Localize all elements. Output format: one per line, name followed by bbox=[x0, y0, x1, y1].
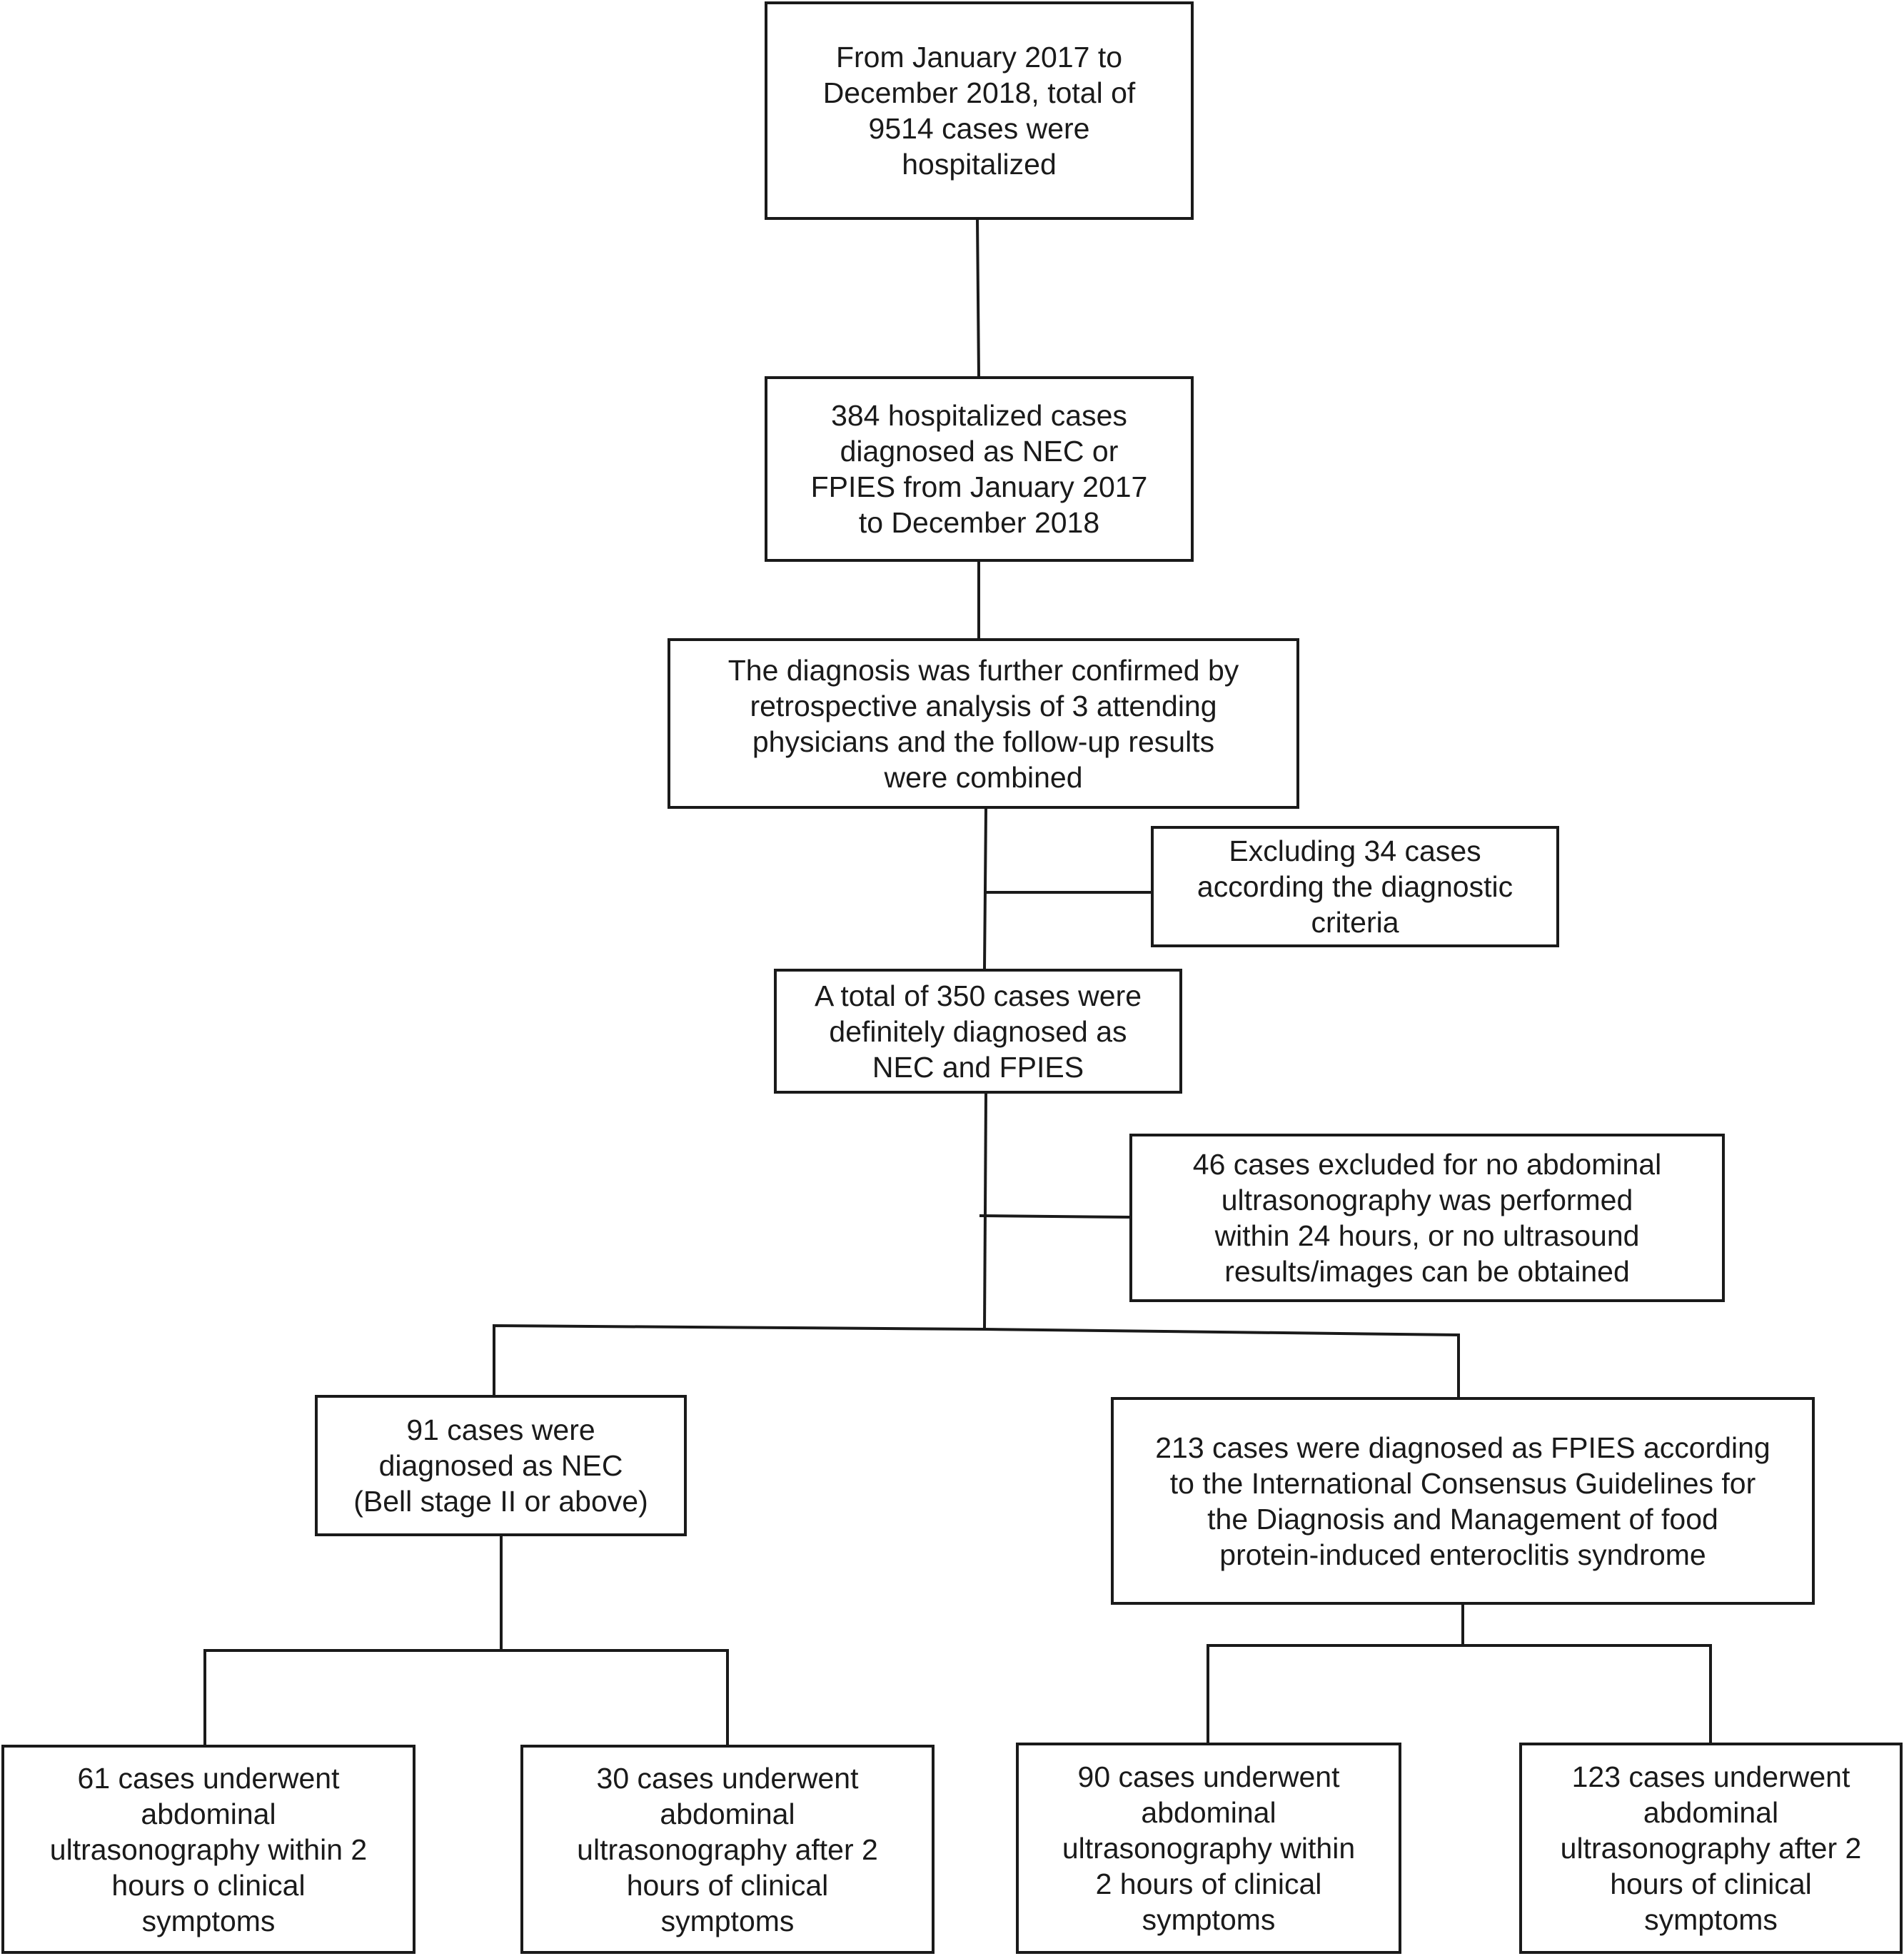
connector-confirmed-to-definite bbox=[983, 808, 987, 969]
connector-start-to-diagnosed bbox=[976, 218, 980, 377]
box-line: December 2018, total of bbox=[822, 76, 1136, 109]
box-fpies-within-2h: 90 cases underwent abdominal ultrasonogr… bbox=[1016, 1743, 1401, 1954]
box-line: 9514 cases were bbox=[868, 112, 1090, 145]
box-line: 30 cases underwent bbox=[596, 1761, 859, 1795]
box-definite-diagnosis: A total of 350 cases were definitely dia… bbox=[774, 969, 1182, 1094]
box-line: retrospective analysis of 3 attending bbox=[750, 689, 1217, 722]
box-line: ultrasonography was performed bbox=[1221, 1184, 1633, 1216]
box-line: 123 cases underwent bbox=[1571, 1760, 1850, 1793]
box-line: 90 cases underwent bbox=[1077, 1760, 1340, 1793]
box-line: NEC and FPIES bbox=[872, 1050, 1084, 1084]
box-line: symptoms bbox=[1644, 1903, 1778, 1936]
box-line: diagnosed as NEC or bbox=[840, 435, 1119, 468]
box-line: 2 hours of clinical bbox=[1095, 1867, 1322, 1900]
box-line: Excluding 34 cases bbox=[1229, 835, 1481, 867]
box-diagnosis-confirmed: The diagnosis was further confirmed by r… bbox=[668, 638, 1299, 809]
box-diagnosed-nec-fpies: 384 hospitalized cases diagnosed as NEC … bbox=[765, 376, 1194, 562]
box-line: ultrasonography within bbox=[1062, 1832, 1356, 1865]
box-line: according the diagnostic bbox=[1197, 870, 1513, 903]
box-line: criteria bbox=[1311, 906, 1399, 939]
box-line: physicians and the follow-up results bbox=[752, 725, 1215, 758]
connector-nec-split bbox=[203, 1649, 729, 1745]
box-line: hours o clinical bbox=[111, 1868, 306, 1902]
box-line: abdominal bbox=[1643, 1796, 1779, 1829]
box-line: abdominal bbox=[660, 1797, 795, 1830]
box-line: 46 cases excluded for no abdominal bbox=[1192, 1148, 1662, 1181]
box-line: abdominal bbox=[1141, 1796, 1276, 1829]
box-line: protein-induced enteroclitis syndrome bbox=[1219, 1538, 1706, 1571]
box-line: 91 cases were bbox=[406, 1413, 595, 1446]
connector-branch-exclude-ultrasound bbox=[979, 1214, 1130, 1219]
box-line: symptoms bbox=[141, 1904, 276, 1937]
box-line: diagnosed as NEC bbox=[378, 1449, 623, 1482]
box-hospitalized-total: From January 2017 to December 2018, tota… bbox=[765, 1, 1194, 220]
box-fpies-after-2h: 123 cases underwent abdominal ultrasonog… bbox=[1519, 1743, 1903, 1954]
box-line: 61 cases underwent bbox=[77, 1761, 340, 1795]
box-line: hours of clinical bbox=[626, 1868, 829, 1902]
box-line: 384 hospitalized cases bbox=[831, 399, 1127, 432]
box-excluded-criteria: Excluding 34 cases according the diagnos… bbox=[1151, 826, 1559, 947]
connector-definite-to-split bbox=[983, 1093, 987, 1330]
box-nec-after-2h: 30 cases underwent abdominal ultrasonogr… bbox=[520, 1745, 935, 1954]
box-line: The diagnosis was further confirmed by bbox=[727, 653, 1239, 687]
box-line: (Bell stage II or above) bbox=[353, 1485, 648, 1518]
box-line: symptoms bbox=[1142, 1903, 1276, 1936]
box-line: the Diagnosis and Management of food bbox=[1207, 1502, 1718, 1536]
box-line: were combined bbox=[884, 760, 1083, 794]
connector-split-horizontal bbox=[493, 1324, 1460, 1397]
box-line: 213 cases were diagnosed as FPIES accord… bbox=[1155, 1431, 1770, 1464]
box-line: ultrasonography after 2 bbox=[577, 1833, 878, 1866]
box-nec-cases: 91 cases were diagnosed as NEC (Bell sta… bbox=[315, 1395, 687, 1536]
box-excluded-ultrasound: 46 cases excluded for no abdominal ultra… bbox=[1129, 1134, 1725, 1302]
box-line: symptoms bbox=[660, 1904, 795, 1937]
box-line: A total of 350 cases were bbox=[814, 979, 1142, 1012]
box-line: ultrasonography within 2 bbox=[49, 1833, 368, 1866]
box-line: within 24 hours, or no ultrasound bbox=[1214, 1219, 1640, 1252]
box-line: to December 2018 bbox=[858, 506, 1100, 539]
box-line: From January 2017 to bbox=[835, 41, 1123, 74]
box-line: FPIES from January 2017 bbox=[810, 470, 1148, 503]
box-line: hours of clinical bbox=[1610, 1867, 1812, 1900]
box-line: ultrasonography after 2 bbox=[1560, 1832, 1862, 1865]
box-line: to the International Consensus Guideline… bbox=[1169, 1466, 1756, 1500]
box-line: results/images can be obtained bbox=[1224, 1255, 1630, 1288]
connector-fpies-split bbox=[1207, 1644, 1712, 1743]
box-line: abdominal bbox=[141, 1797, 276, 1830]
box-fpies-cases: 213 cases were diagnosed as FPIES accord… bbox=[1111, 1397, 1815, 1605]
box-line: hospitalized bbox=[902, 148, 1057, 181]
box-nec-within-2h: 61 cases underwent abdominal ultrasonogr… bbox=[1, 1745, 415, 1954]
box-line: definitely diagnosed as bbox=[829, 1014, 1127, 1048]
